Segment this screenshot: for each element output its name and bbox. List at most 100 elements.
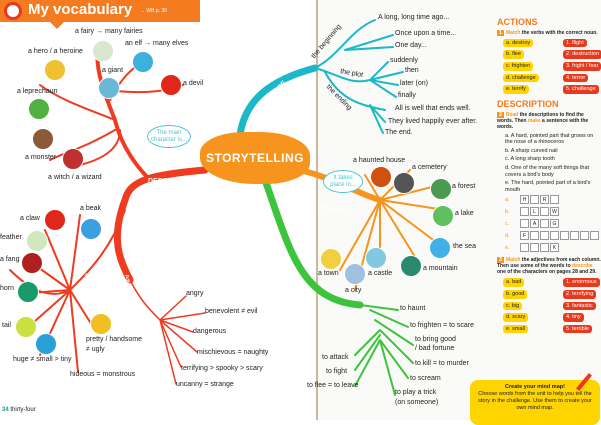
letter-box[interactable] (550, 231, 559, 241)
mountain-image (400, 255, 422, 277)
word-city: a city (345, 287, 362, 294)
word-frighten: to frighten = to scare (410, 322, 475, 329)
letter-box[interactable] (540, 243, 549, 253)
noun-chip: 4. terror (563, 73, 589, 83)
grid-row: a. H R (505, 195, 601, 205)
monster-image (32, 128, 54, 150)
word-haunted-house: a haunted house (353, 157, 406, 164)
word-pretty: pretty / handsome (86, 336, 143, 343)
description-label: DESCRIPTION (148, 178, 196, 185)
grid-row-letter: c. (505, 220, 510, 227)
word-bad-fortune: / bad fortune (415, 345, 455, 352)
letter-box[interactable] (520, 243, 529, 253)
word-mischievous: mischievous = naughty (197, 349, 269, 356)
letter-box[interactable]: R (540, 195, 549, 205)
word-scream: to scream (410, 375, 441, 382)
adjective-chip: 3. fantastic (563, 301, 596, 311)
phrase-the-end: The end. (385, 129, 413, 136)
horn-image (17, 281, 39, 303)
word-bring-fortune: to bring good (415, 336, 456, 343)
letter-box[interactable] (520, 207, 529, 217)
letter-box[interactable]: H (520, 195, 529, 205)
word-fairy: a fairy → many fairies (75, 28, 143, 35)
word-suddenly: suddenly (390, 57, 419, 64)
letter-box[interactable] (590, 231, 599, 241)
actions-branch (261, 176, 364, 309)
grid-row: d.F (505, 231, 601, 241)
letter-box[interactable] (540, 207, 549, 217)
verb-chip: c. frighten (503, 61, 534, 71)
adjective-chip: 2. terrifying (563, 289, 597, 299)
letter-box[interactable]: F (520, 231, 529, 241)
word-terrifying: terrifying > spooky > scary (181, 365, 263, 372)
letter-box[interactable]: G (550, 219, 559, 229)
noun-chip: 2. destruction (563, 50, 601, 59)
description-item: b. A sharp curved nail (505, 147, 558, 154)
haunted-house-image (370, 166, 392, 188)
castle-image (365, 247, 387, 269)
word-elf: an elf → many elves (125, 40, 189, 47)
word-hideous: hideous = monstrous (70, 371, 136, 378)
word-claw: a claw (20, 215, 40, 222)
letter-box[interactable]: A (530, 219, 539, 229)
grid-row-letter: a. (505, 196, 510, 203)
description-speech-bubble: The main character is... (147, 125, 191, 149)
city-image (344, 263, 366, 285)
verb-chip: a. destroy (503, 38, 534, 48)
phrase-all-is-well: All is well that ends well. (395, 105, 471, 112)
letter-box[interactable]: W (550, 207, 559, 217)
letter-box[interactable] (520, 219, 529, 229)
callout-text: Choose words from the unit to help you t… (478, 391, 592, 412)
word-angry: angry (186, 290, 204, 297)
word-then: then (405, 67, 419, 74)
hero-image (44, 59, 66, 81)
word-beak: a beak (80, 205, 102, 212)
description-item: a. A hard, pointed part that grows on th… (505, 132, 594, 146)
feather-image (26, 230, 48, 252)
letter-box[interactable] (540, 219, 549, 229)
workbook-reference: → WB p. 30 (140, 8, 167, 14)
town-image (320, 248, 342, 270)
letter-box[interactable] (580, 231, 589, 241)
grid-row: c. A G (505, 219, 601, 229)
letter-box[interactable] (530, 231, 539, 241)
description-item: d. One of the many soft things that cove… (505, 164, 590, 178)
exercise-2-descriptions: a. A hard, pointed part that grows on th… (467, 133, 601, 194)
grid-row-letter: b. (505, 208, 510, 215)
letter-box[interactable] (540, 231, 549, 241)
word-mountain: a mountain (423, 265, 458, 272)
description-heading: DESCRIPTION (497, 98, 559, 109)
logo-icon (4, 2, 22, 20)
adjective-chip: d. scary (503, 313, 529, 322)
adjective-chip: 1. enormous (563, 278, 600, 287)
word-sea: the sea (453, 243, 476, 250)
letter-box[interactable] (530, 195, 539, 205)
fairy-image (92, 40, 114, 62)
forest-image (430, 178, 452, 200)
word-tail: tail (2, 322, 11, 329)
letter-box[interactable] (530, 243, 539, 253)
adjective-chip: c. big (503, 301, 523, 311)
letter-box[interactable] (570, 231, 579, 241)
phrase-once-upon: Once upon a time... (395, 30, 457, 37)
word-benevolent: benevolent ≠ evil (205, 308, 258, 315)
letter-box[interactable] (560, 231, 569, 241)
header-banner: My vocabulary → WB p. 30 (0, 0, 200, 29)
word-witch: a witch / a wizard (48, 174, 102, 181)
structure-branch (236, 64, 319, 139)
elf-image (132, 51, 154, 73)
word-later: later (on) (400, 80, 429, 87)
letter-box[interactable]: K (550, 243, 559, 253)
phrase-happily-ever: They lived happily ever after. (388, 118, 478, 125)
letter-box[interactable] (550, 195, 559, 205)
word-devil: a devil (183, 80, 204, 87)
word-fight: to fight (326, 368, 348, 375)
word-haunt: to haunt (400, 305, 426, 312)
letter-box[interactable]: L (530, 207, 539, 217)
witch-image (62, 148, 84, 170)
adjective-chip: 5. terrible (563, 324, 592, 334)
